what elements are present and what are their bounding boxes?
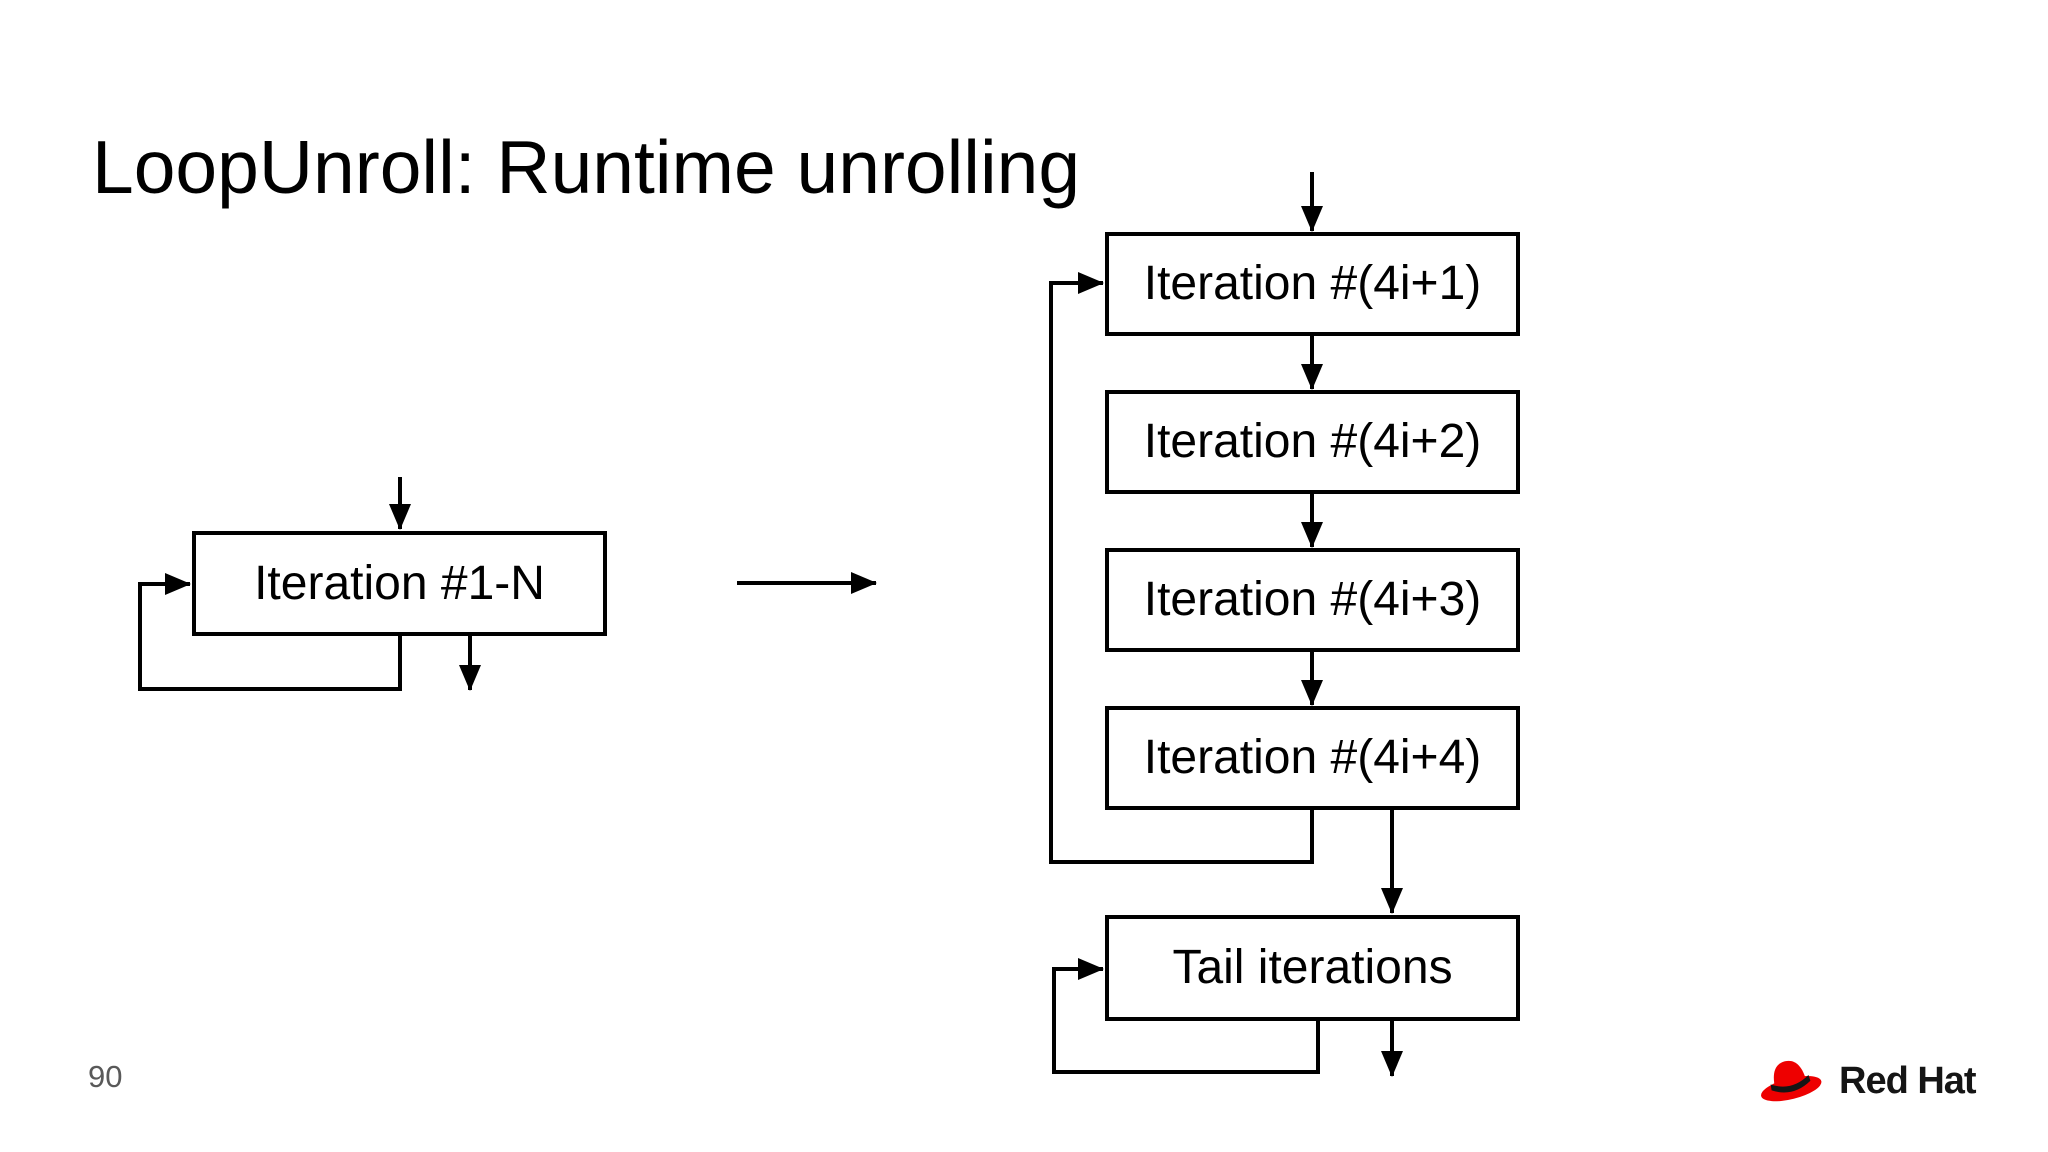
node-iteration-4i-4-label: Iteration #(4i+4) [1143, 731, 1482, 784]
page-number: 90 [88, 1059, 123, 1094]
node-tail-iterations: Tail iterations [1105, 915, 1520, 1021]
node-iteration-4i-4: Iteration #(4i+4) [1105, 706, 1520, 810]
arrow-backedge-original [138, 573, 402, 691]
redhat-fedora-icon [1761, 1060, 1822, 1102]
slide-title: LoopUnroll: Runtime unrolling [92, 125, 1081, 209]
arrow-backedge-tail [1052, 958, 1320, 1074]
arrow-backedge-unrolled [1049, 272, 1314, 864]
node-iteration-4i-1: Iteration #(4i+1) [1105, 232, 1520, 336]
node-original-iterations-label: Iteration #1-N [254, 556, 545, 610]
node-iteration-4i-1-label: Iteration #(4i+1) [1143, 257, 1482, 310]
node-iteration-4i-2-label: Iteration #(4i+2) [1143, 415, 1482, 468]
redhat-logo: Red Hat [1758, 1053, 1977, 1109]
node-original-iterations: Iteration #1-N [192, 531, 607, 636]
redhat-logo-text: Red Hat [1839, 1059, 1977, 1102]
node-iteration-4i-3: Iteration #(4i+3) [1105, 548, 1520, 652]
node-iteration-4i-3-label: Iteration #(4i+3) [1143, 573, 1482, 626]
node-iteration-4i-2: Iteration #(4i+2) [1105, 390, 1520, 494]
node-tail-iterations-label: Tail iterations [1172, 941, 1453, 994]
